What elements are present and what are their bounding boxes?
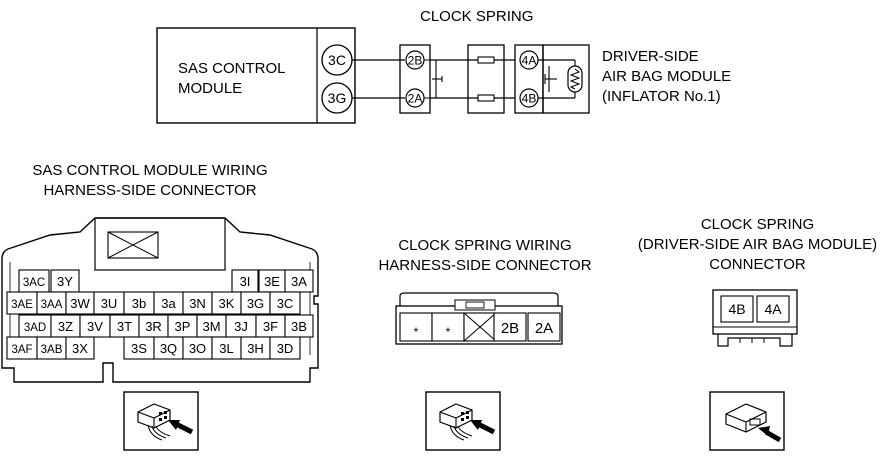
- sas-cavity-label: 3T: [117, 319, 132, 334]
- csc-cavity: [756, 295, 790, 323]
- sas-cavity-label: 3AE: [11, 299, 33, 311]
- cs-connector-title-line1: CLOCK SPRING: [700, 216, 815, 233]
- connector-view-icon: [425, 391, 501, 451]
- cs-harness-title-line1: CLOCK SPRING WIRING: [398, 237, 572, 254]
- sas-cavity-label: 3A: [291, 274, 307, 289]
- clock-spring-body: [467, 44, 505, 114]
- cs-pin-4b-label: 4B: [522, 92, 537, 106]
- clock-spring-title: CLOCK SPRING: [420, 8, 534, 25]
- sas-harness-title-line1: SAS CONTROL MODULE WIRING: [32, 162, 268, 179]
- sas-cavity-label: 3a: [161, 296, 176, 311]
- sas-cavity-label: 3O: [189, 341, 206, 356]
- sas-cavity-label: 3AC: [23, 277, 45, 289]
- sas-cavity: [269, 336, 301, 360]
- sas-cavity-label: 3S: [131, 341, 147, 356]
- sas-cavity-label: 3C: [277, 296, 294, 311]
- sas-cavity-label: 3AF: [11, 344, 32, 356]
- sas-cavity-label: 3B: [291, 319, 307, 334]
- sas-cavity-label: 3U: [101, 296, 118, 311]
- sas-cavity-label: 3P: [175, 319, 191, 334]
- cs-cavity: [431, 312, 465, 342]
- sas-connector-lock: [107, 231, 159, 259]
- cs-pin-2a-label: 2A: [408, 92, 423, 106]
- sas-cavity-label: 3L: [219, 341, 233, 356]
- csc-cavity-label: 4B: [728, 301, 745, 317]
- cs-pin-2b-label: 2B: [408, 54, 423, 68]
- cs-cavity-label: *: [446, 325, 451, 339]
- sas-cavity-label: 3N: [189, 296, 206, 311]
- sas-cavity-label: 3V: [87, 319, 103, 334]
- sas-cavity-label: 3Y: [57, 274, 73, 289]
- cs-cavity: [493, 312, 527, 342]
- sas-pin-3c-label: 3C: [328, 52, 346, 68]
- sas-cavity: [65, 336, 95, 360]
- cs-cavity-label: *: [414, 325, 419, 339]
- sas-cavity-label: 3K: [219, 296, 235, 311]
- sas-cavity-label: 3M: [202, 319, 220, 334]
- cs-connector-title-line2: (DRIVER-SIDE AIR BAG MODULE): [637, 236, 878, 253]
- airbag-label-line3: (INFLATOR No.1): [602, 88, 721, 105]
- csc-cavity: [720, 295, 754, 323]
- cs-cavity-label: 2A: [535, 320, 553, 337]
- connector-view-icon: [123, 391, 199, 451]
- sas-control-module-box: [156, 27, 356, 124]
- sas-cavity-label: 3F: [263, 319, 278, 334]
- sas-harness-connector: 3AC 3Y 3I 3E 3A 3AE 3AA 3W 3U 3b 3a 3N 3K 3G 3C 3AD 3Z 3V…: [1, 217, 319, 383]
- cs-harness-title-line2: HARNESS-SIDE CONNECTOR: [378, 257, 592, 274]
- sas-cavity-label: 3E: [264, 274, 280, 289]
- cs-cavity: [399, 312, 433, 342]
- airbag-label-line1: DRIVER-SIDE: [602, 48, 699, 65]
- csc-cavity-label: 4A: [764, 301, 782, 317]
- airbag-module-box: [542, 44, 590, 114]
- sas-harness-title-line2: HARNESS-SIDE CONNECTOR: [43, 182, 257, 199]
- sas-pin-3g-label: 3G: [328, 90, 347, 106]
- sas-cavity-label: 3R: [145, 319, 162, 334]
- sas-cavity-label: 3AA: [41, 299, 63, 311]
- sas-cavity-label: 3H: [247, 341, 264, 356]
- sas-cavity-label: 3D: [277, 341, 294, 356]
- sas-cavity-label: 3AD: [24, 322, 46, 334]
- sas-cavity-label: 3G: [247, 296, 264, 311]
- sas-cavity-label: 3Z: [58, 319, 73, 334]
- cs-cavity-label: 2B: [501, 320, 519, 337]
- cs-harness-connector: * * 2B 2A: [395, 292, 563, 345]
- clock-spring-left-connector: [399, 44, 431, 114]
- airbag-label-line2: AIR BAG MODULE: [602, 68, 732, 85]
- cs-cavity: [527, 312, 561, 342]
- cs-pin-4a-label: 4A: [522, 54, 537, 68]
- sas-module-label-line2: MODULE: [178, 80, 243, 97]
- sas-cavity: [269, 291, 301, 315]
- cs-connector: 4B 4A: [712, 289, 798, 347]
- sas-cavity-label: 3AB: [41, 344, 63, 356]
- connector-view-icon: [709, 391, 785, 451]
- sas-cavity-label: 3J: [234, 319, 248, 334]
- cs-connector-title-line3: CONNECTOR: [709, 256, 806, 273]
- sas-cavity-label: 3b: [132, 296, 146, 311]
- sas-cavity-label: 3W: [70, 296, 90, 311]
- sas-module-label-line1: SAS CONTROL: [178, 60, 286, 77]
- sas-cavity-label: 3Q: [160, 341, 177, 356]
- sas-cavity-label: 3X: [72, 341, 88, 356]
- sas-cavity-label: 3I: [240, 274, 251, 289]
